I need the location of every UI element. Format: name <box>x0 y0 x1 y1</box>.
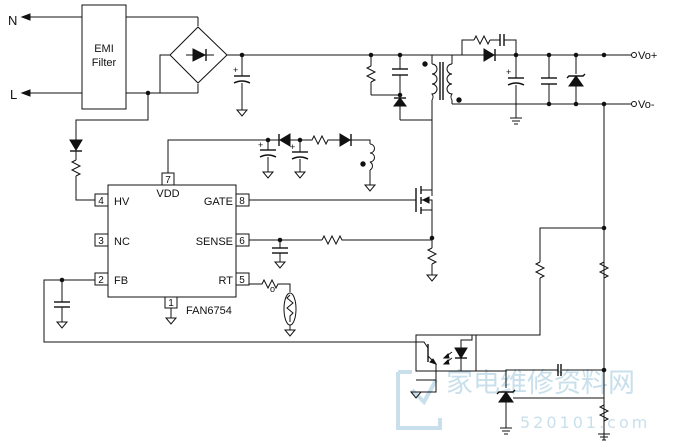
ground-icon <box>273 261 287 269</box>
rcd-snubber <box>365 52 432 121</box>
pin-2-number: 2 <box>98 275 104 286</box>
svg-text:+: + <box>290 142 295 152</box>
primary-dot-icon <box>422 61 428 67</box>
bulk-capacitor: + <box>233 52 251 117</box>
ground-icon <box>409 391 423 399</box>
mosfet-arrow-icon <box>421 196 430 204</box>
hv-diode-icon <box>69 139 83 151</box>
pin-4-number: 4 <box>98 196 104 207</box>
n-input-label: N <box>8 13 17 28</box>
secondary-dot-icon <box>456 97 462 103</box>
filter-label: Filter <box>92 57 117 69</box>
vdd-diode-1-icon <box>279 133 291 147</box>
ac-input: N L <box>8 13 82 102</box>
flyback-transformer <box>422 55 604 196</box>
svg-text:+: + <box>506 67 511 77</box>
pin-sense-label: SENSE <box>196 236 233 248</box>
output-diode-icon <box>483 48 495 62</box>
vo-plus-label: Vo+ <box>638 50 657 62</box>
pin-gate-label: GATE <box>204 196 233 208</box>
aux-dot-icon <box>360 161 366 167</box>
ground-icon <box>425 274 439 282</box>
optocoupler <box>409 334 477 399</box>
bridge-diode-icon <box>192 48 207 62</box>
pin-nc-label: NC <box>114 236 130 248</box>
n-arrow-icon <box>20 13 31 21</box>
controller-ic: 4 HV 3 NC 2 FB 7 VDD 8 GATE 6 SENSE 5 RT… <box>94 172 250 325</box>
pin-rt-label: RT <box>219 275 234 287</box>
l-arrow-icon <box>20 89 31 97</box>
current-sense <box>249 234 432 269</box>
l-input-label: L <box>10 87 17 102</box>
pin-6-number: 6 <box>239 236 245 247</box>
secondary-rectifier: + Vo+ Vo- <box>452 34 657 125</box>
pin-hv-label: HV <box>114 196 130 208</box>
pin-5-number: 5 <box>239 275 245 286</box>
feedback-network <box>43 277 416 343</box>
hv-startup-path <box>69 93 149 201</box>
watermark-site-text: 家电维修资料网 <box>446 368 635 399</box>
pin-fb-label: FB <box>114 275 128 287</box>
ground-icon <box>293 171 307 179</box>
opto-led-icon <box>454 347 468 359</box>
bridge-rectifier <box>126 16 604 96</box>
svg-text:+: + <box>258 140 263 150</box>
svg-text:o: o <box>270 284 275 294</box>
pin-vdd-label: VDD <box>156 188 179 200</box>
zener-diode-icon <box>568 75 584 87</box>
ground-icon <box>261 171 275 179</box>
pin-8-number: 8 <box>239 196 245 207</box>
ic-part-name: FAN6754 <box>186 305 232 317</box>
vo-minus-label: Vo- <box>638 99 655 111</box>
pin-3-number: 3 <box>98 236 104 247</box>
power-mosfet <box>249 186 439 282</box>
vdd-diode-2-icon <box>339 133 351 147</box>
watermark-url-text: 520101.com <box>520 413 650 432</box>
ground-icon <box>283 329 297 337</box>
snubber-diode-icon <box>393 97 407 107</box>
ground-icon <box>164 317 178 325</box>
vdd-supply: + + <box>167 133 377 192</box>
emi-label: EMI <box>94 43 114 55</box>
pin-1-number: 1 <box>168 298 174 309</box>
secondary-feedback <box>461 104 610 441</box>
emi-filter: EMI Filter <box>81 4 127 110</box>
svg-text:+: + <box>233 65 238 75</box>
pin-7-number: 7 <box>165 175 171 186</box>
ground-icon <box>235 109 249 117</box>
rt-network: o <box>249 278 297 337</box>
ground-icon <box>55 321 69 329</box>
ground-icon <box>363 184 377 192</box>
